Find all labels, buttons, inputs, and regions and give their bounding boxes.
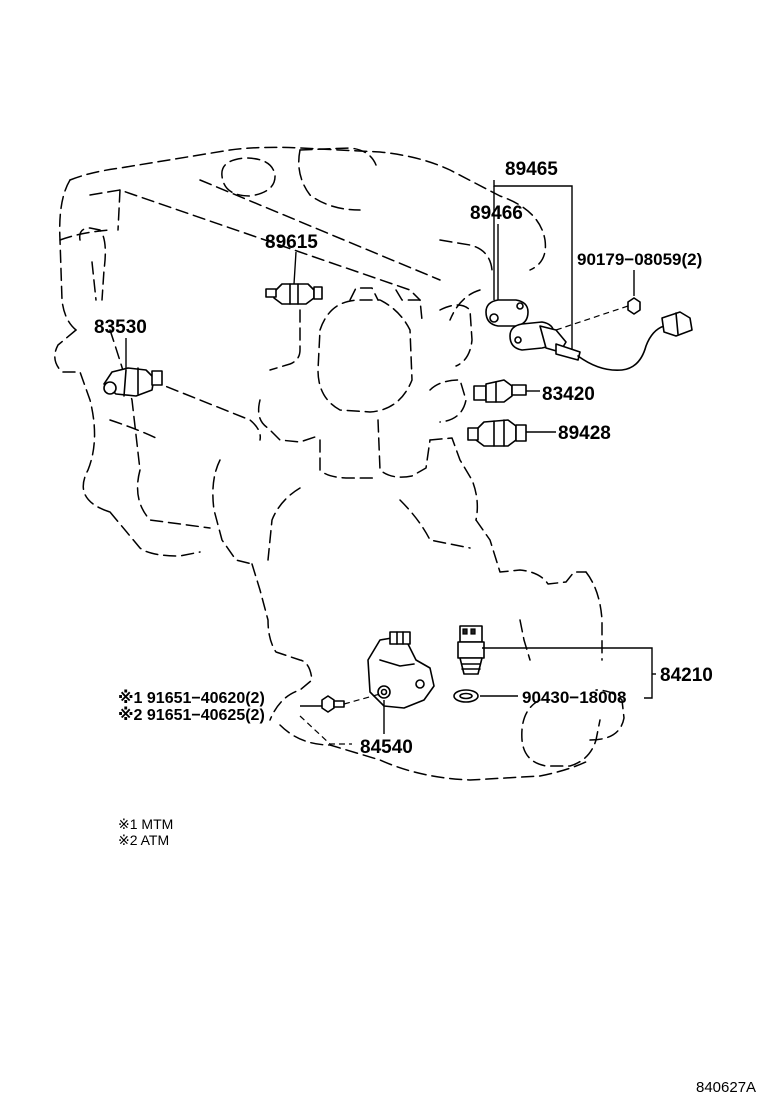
label-84210: 84210 — [660, 665, 713, 686]
label-91651-atm: ※2 91651−40625(2) — [118, 706, 265, 724]
part-89465-oxygen-sensor — [485, 299, 693, 372]
label-90179: 90179−08059(2) — [577, 250, 702, 269]
label-84540: 84540 — [360, 737, 413, 758]
label-89466: 89466 — [470, 203, 523, 224]
part-90179-nut — [627, 297, 641, 315]
part-91651-bolt — [321, 695, 345, 713]
part-84210-sender — [457, 625, 485, 675]
part-84540-switch — [367, 631, 435, 709]
label-89465: 89465 — [505, 159, 558, 180]
footnotes: ※1 MTM ※2 ATM — [118, 816, 173, 848]
part-83420-sensor — [473, 379, 527, 403]
part-83530-switch — [103, 367, 163, 397]
note-mtm: ※1 MTM — [118, 816, 173, 832]
label-83420: 83420 — [542, 384, 595, 405]
part-89428-sensor — [467, 419, 527, 447]
label-91651-mtm: ※1 91651−40620(2) — [118, 689, 265, 707]
label-90430: 90430−18008 — [522, 688, 626, 707]
label-89428: 89428 — [558, 423, 611, 444]
label-89615: 89615 — [265, 232, 318, 253]
note-atm: ※2 ATM — [118, 832, 169, 848]
label-83530: 83530 — [94, 317, 147, 338]
callout-labels: 89465 89466 90179−08059(2) 89615 83530 8… — [94, 159, 713, 758]
part-89615-sensor — [265, 283, 323, 305]
leader-lines — [125, 180, 656, 745]
figure-reference: 840627A — [696, 1079, 756, 1096]
engine-outline — [54, 146, 625, 781]
part-90430-washer — [453, 689, 479, 703]
